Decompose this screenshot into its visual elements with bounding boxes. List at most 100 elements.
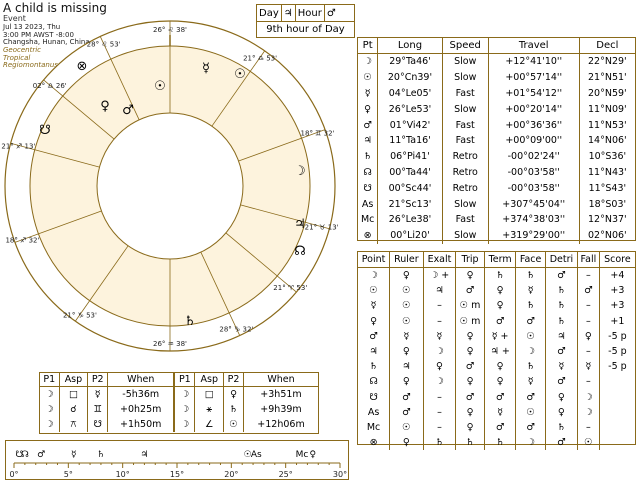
dignities-cell: ♀ xyxy=(455,267,485,284)
dignities-cell: +1 xyxy=(610,315,625,327)
dignities-header: Face xyxy=(515,252,546,268)
positions-cell: 11°N53' xyxy=(588,119,627,131)
day-hour-box: Day ♃ Hour ♂ 9th hour of Day xyxy=(256,4,355,38)
aspects-cell: ☽ xyxy=(174,402,196,417)
positions-cell: 21°N51' xyxy=(588,72,627,84)
dignities-cell: ☉ xyxy=(515,404,546,420)
dignities-cell: ☉ xyxy=(389,419,424,436)
dignities-cell: ♀ xyxy=(484,298,517,314)
house-cusp-line xyxy=(200,251,241,336)
ruler-tick-label: 10° xyxy=(116,470,130,479)
positions-cell: 06°Pi41' xyxy=(377,148,443,165)
aspects-cell: +1h50m xyxy=(107,417,176,432)
positions-cell: +00°36'36'' xyxy=(488,117,580,133)
positions-cell: 26°Le53' xyxy=(377,101,443,118)
dignities-cell: ☿ xyxy=(423,328,457,344)
dignities-cell: ♂ xyxy=(515,419,546,436)
dignities-cell: ⊗ xyxy=(358,435,391,451)
dignities-header: Fall xyxy=(577,252,600,268)
dignities-cell: ☽ xyxy=(577,389,600,405)
dignities-cell: ♂ xyxy=(545,267,578,284)
aspects-header: P1 xyxy=(40,373,60,387)
aspects-cell: ♊ xyxy=(87,402,109,417)
dignities-cell: ♄ xyxy=(358,359,391,375)
positions-cell: +374°38'03'' xyxy=(488,211,580,228)
dignities-cell: ♂ xyxy=(484,389,517,405)
dignities-cell: -5 p xyxy=(608,330,627,342)
dignities-cell: ☿ xyxy=(545,359,578,375)
aspects-cell: ∠ xyxy=(194,417,225,432)
day-label: Day xyxy=(257,5,282,21)
positions-cell: 20°N59' xyxy=(588,87,627,99)
aspects-cell: ☉ xyxy=(223,417,244,432)
house-cusp-label: 21° ♐ 13' xyxy=(1,142,35,150)
dignities-cell: ♀ xyxy=(389,343,424,360)
positions-cell: +319°29'00'' xyxy=(488,227,580,244)
aspects-cell: ☿ xyxy=(87,386,109,402)
positions-row: ☿04°Le05'Fast+01°54'12''20°N59' xyxy=(358,85,635,102)
chart-date: Jul 13 2023, Thu xyxy=(3,22,61,31)
aspects-header: Asp xyxy=(59,373,89,387)
positions-cell: 00°Li20' xyxy=(377,227,443,244)
positions-cell: ♄ xyxy=(358,148,379,165)
positions-cell: Slow xyxy=(442,69,489,86)
dignities-cell: ♀ xyxy=(389,435,424,451)
ruler-marker: ♄ xyxy=(97,450,105,460)
positions-cell: ♂ xyxy=(358,117,379,133)
positions-row: ⊗00°Li20'Slow+319°29'00''02°N06' xyxy=(358,227,635,244)
positions-cell: -00°03'58'' xyxy=(488,164,580,181)
positions-cell: As xyxy=(358,196,379,212)
dignities-cell: ♀ xyxy=(423,359,457,375)
positions-cell: 11°Ta16' xyxy=(377,132,443,149)
chart-wheel[interactable]: 26° ♌ 38'21° ♎ 53'18° ♊ 32'21° ♉ 13'21° … xyxy=(0,0,350,372)
dignities-cell: ☽ + xyxy=(423,267,457,284)
dignities-cell: – xyxy=(577,419,600,436)
dignities-cell: ☽ xyxy=(358,267,391,284)
dignities-cell: – xyxy=(577,313,600,329)
positions-cell: Slow xyxy=(442,53,489,70)
dignities-cell: ♄ xyxy=(455,435,485,451)
positions-cell: +307°45'04'' xyxy=(488,196,580,212)
chart-house-system: Regiomontanus xyxy=(3,61,58,70)
dignities-cell: ♃ xyxy=(358,343,391,360)
dignities-cell: ☿ + xyxy=(484,328,517,344)
positions-cell: Mc xyxy=(358,211,379,228)
dignities-cell: ♂ xyxy=(515,389,546,405)
positions-cell: Fast xyxy=(442,85,489,102)
chart-zodiac-type: Tropical xyxy=(3,53,31,62)
house-cusp-label: 26° ♒ 38' xyxy=(153,340,187,348)
house-cusp-line xyxy=(225,232,297,293)
positions-cell: ☊ xyxy=(358,164,379,181)
dignities-cell: ♀ xyxy=(484,359,517,375)
aspects-cell: □ xyxy=(194,386,225,402)
dignities-cell: ☽ xyxy=(423,343,457,360)
dignities-row: ♀☉–☉ m♂♂♄–+1 xyxy=(358,313,635,329)
dignities-cell xyxy=(599,405,635,420)
house-cusp-line xyxy=(14,210,102,243)
positions-cell: Fast xyxy=(442,117,489,133)
dignities-header: Exalt xyxy=(423,252,457,268)
chart-zodiac: Geocentric xyxy=(3,46,42,55)
dignities-cell: ♂ xyxy=(484,419,517,436)
dignities-row: As♂–♀☿☉♀☽ xyxy=(358,404,635,420)
positions-cell: Retro xyxy=(442,180,489,197)
dignities-cell: ☉ xyxy=(577,435,600,451)
dignities-row: Mc☉–♀♂♂♄– xyxy=(358,419,635,436)
dignities-cell: ♀ xyxy=(577,328,600,344)
dignities-cell: ♀ xyxy=(455,404,485,420)
aspects-cell: ♀ xyxy=(223,386,244,402)
dignities-cell: ♀ xyxy=(358,313,391,329)
dignities-cell: ♀ xyxy=(484,374,517,390)
aspects-header: When xyxy=(243,373,318,387)
positions-row: ☋00°Sc44'Retro-00°03'58''11°S43' xyxy=(358,180,635,197)
dignities-cell: ☽ xyxy=(515,435,546,451)
dignities-cell: ♂ xyxy=(515,313,546,329)
dignities-cell: ♂ xyxy=(389,389,424,405)
planet-north-node: ☊ xyxy=(294,244,306,259)
dignities-cell: ☉ xyxy=(358,283,391,299)
positions-cell: Slow xyxy=(442,227,489,244)
house-cusp-label: 18° ♐ 32' xyxy=(5,237,39,245)
